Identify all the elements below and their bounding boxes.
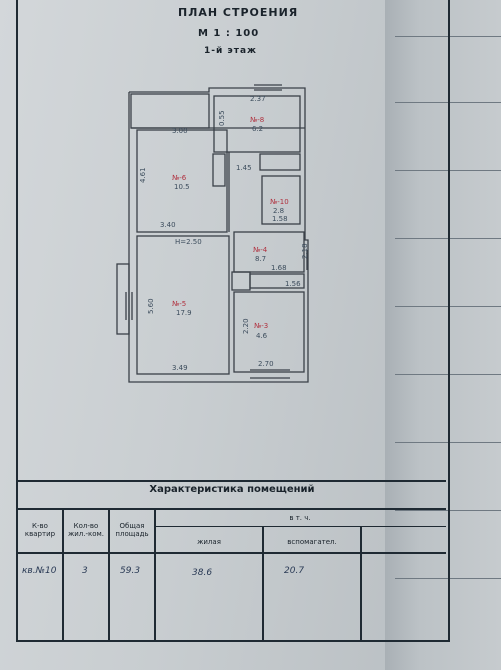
table-title: Характеристика помещений xyxy=(149,484,315,495)
header-auxiliary: вспомагател. xyxy=(287,538,337,546)
dim-label: H=2.50 xyxy=(175,238,202,246)
room-6-area: 10.5 xyxy=(174,183,190,191)
room-4-id: №-4 xyxy=(253,246,268,254)
dim-label: 3.00 xyxy=(172,127,188,135)
plan-scale: М 1 : 100 xyxy=(198,28,260,39)
col-divider xyxy=(108,508,110,640)
subheader-border xyxy=(156,526,446,527)
plan-title: ПЛАН СТРОЕНИЯ xyxy=(178,6,299,19)
dim-label: 3.40 xyxy=(160,221,176,229)
dim-label: 1.45 xyxy=(236,164,252,172)
dim-label: 1.58 xyxy=(272,215,288,223)
room-5-id: №-5 xyxy=(172,300,186,308)
dim-label: 2.18 xyxy=(301,243,309,259)
dim-label: 5.60 xyxy=(147,298,155,314)
row-rooms: 3 xyxy=(82,566,88,576)
dim-label: 2.70 xyxy=(258,360,274,368)
adjacent-page xyxy=(385,0,501,670)
table-top-border xyxy=(16,480,446,482)
col-divider xyxy=(154,508,156,640)
room-4-area: 8.7 xyxy=(255,255,266,263)
col-divider xyxy=(360,526,362,640)
dim-label: 2.20 xyxy=(242,318,250,334)
drawing-frame xyxy=(16,0,450,642)
row-auxiliary: 20.7 xyxy=(284,566,305,576)
col-divider xyxy=(262,526,264,640)
header-rooms: Кол-во жил.-ком. xyxy=(67,522,105,538)
table-row-border xyxy=(16,552,446,554)
dim-label: 1.56 xyxy=(285,280,301,288)
plan-floor: 1-й этаж xyxy=(204,46,258,56)
room-10-area: 2.8 xyxy=(273,207,284,215)
room-10-id: №-10 xyxy=(270,198,289,206)
header-living: жилая xyxy=(197,538,221,546)
room-6-id: №-6 xyxy=(172,174,187,182)
row-apartments: кв.№10 xyxy=(22,566,57,576)
row-total-area: 59.3 xyxy=(120,566,141,576)
header-including: в т. ч. xyxy=(289,514,311,522)
room-8-id: №-8 xyxy=(250,116,264,124)
dim-label: 2.37 xyxy=(250,95,266,103)
dim-label: 1.68 xyxy=(271,264,287,272)
room-3-area: 4.6 xyxy=(256,332,268,340)
header-apartments: К-во квартир xyxy=(24,522,56,538)
dim-label: 0.55 xyxy=(218,110,226,126)
room-8-area: 6.2 xyxy=(252,125,263,133)
room-3-id: №-3 xyxy=(254,322,268,330)
room-5-area: 17.9 xyxy=(176,309,192,317)
header-total-area: Общая площадь xyxy=(115,522,149,538)
row-living: 38.6 xyxy=(192,568,213,578)
table-header-border xyxy=(16,508,446,510)
col-divider xyxy=(62,508,64,640)
dim-label: 4.61 xyxy=(139,167,147,183)
dim-label: 3.49 xyxy=(172,364,188,372)
